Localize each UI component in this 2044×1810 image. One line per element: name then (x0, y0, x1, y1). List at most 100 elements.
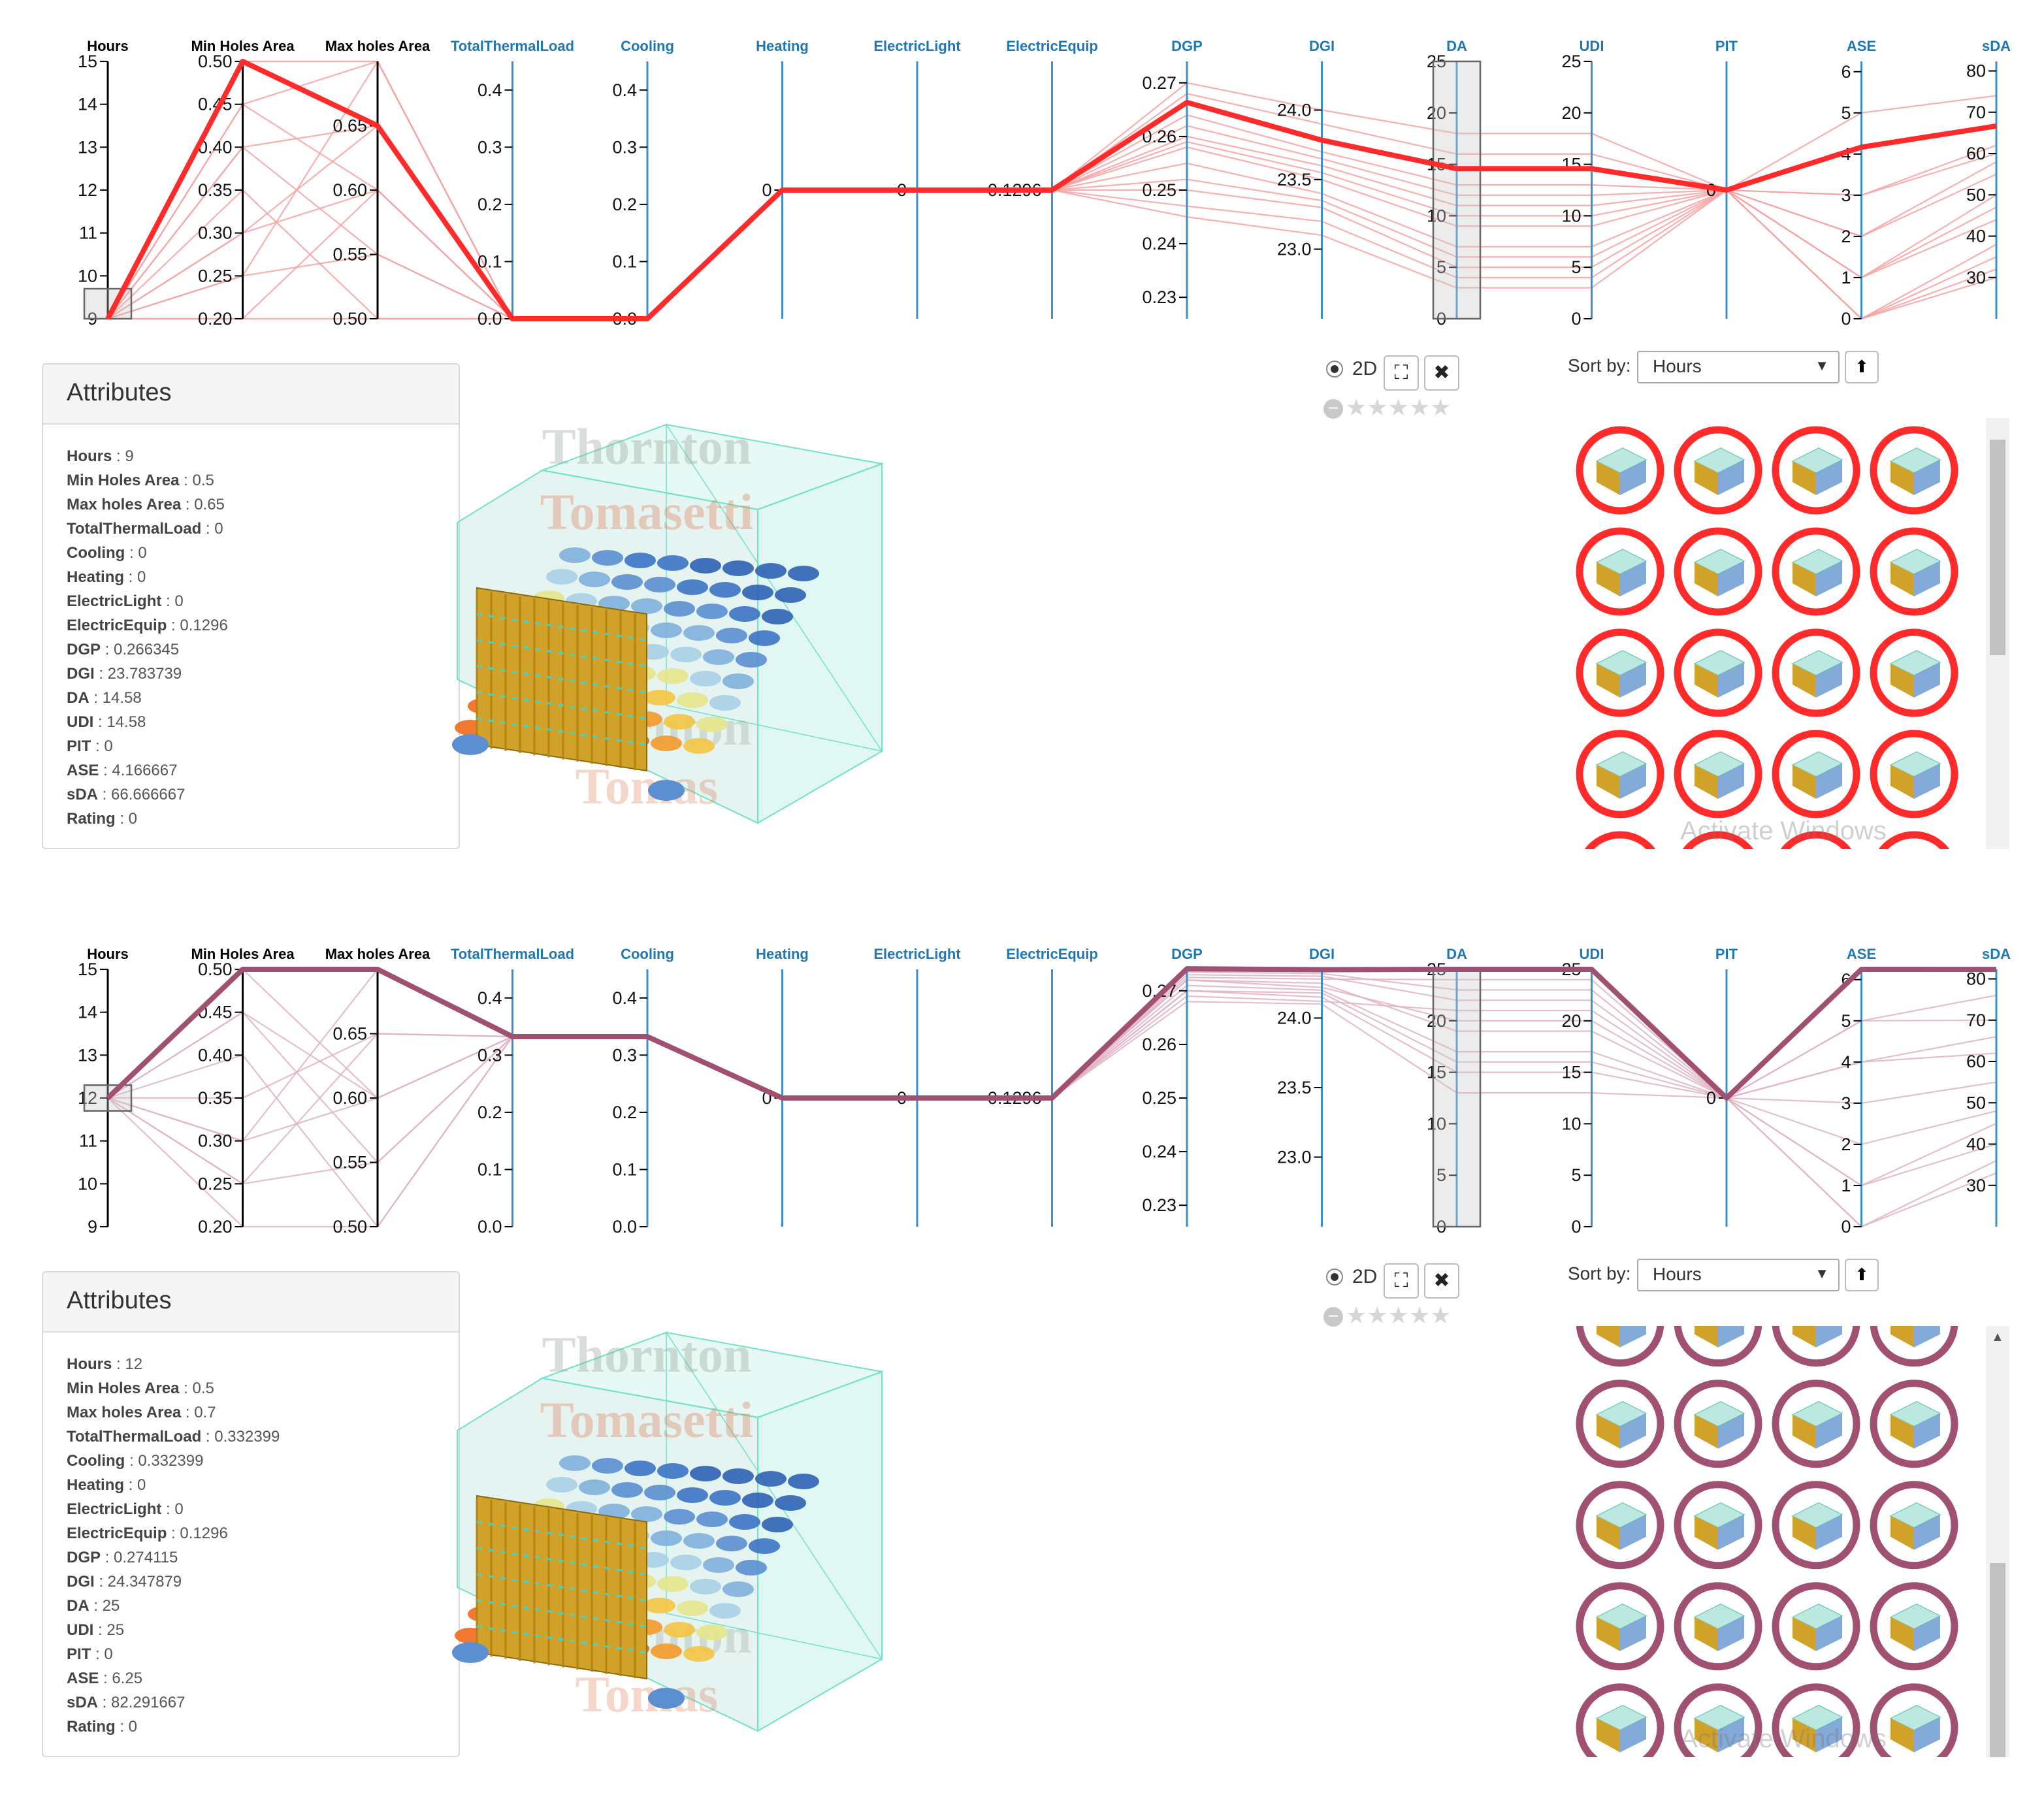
design-thumbnail[interactable] (1576, 1326, 1664, 1367)
design-thumbnail[interactable] (1576, 1481, 1664, 1570)
design-thumbnail[interactable] (1772, 527, 1860, 616)
sort-by-select[interactable]: Hours▼ (1637, 351, 1840, 383)
star-rating[interactable]: −★★★★★ (1323, 1302, 1451, 1329)
design-thumbnail[interactable] (1674, 1683, 1762, 1757)
3d-room-viewer[interactable]: ThorntonTomasettiThorntonTomas (451, 1313, 921, 1757)
sensor-point (709, 695, 741, 711)
design-thumbnail[interactable] (1674, 527, 1762, 616)
gallery-scrollbar[interactable]: ▲ (1986, 1326, 2009, 1757)
tick-label: 5 (1571, 257, 1581, 277)
design-thumbnail[interactable] (1874, 831, 1955, 849)
watermark-text: Thornton (542, 1326, 752, 1383)
parallel-coordinates-plot[interactable]: Hours9101112131415Min Holes Area0.200.25… (0, 908, 2044, 1261)
thumbnail-facade (1793, 664, 1816, 698)
design-thumbnail[interactable] (1772, 1481, 1860, 1570)
attribute-row: TotalThermalLoad : 0 (67, 517, 435, 541)
rating-stars[interactable]: ★★★★★ (1346, 394, 1452, 421)
design-thumbnail[interactable] (1576, 628, 1664, 717)
clear-rating-icon[interactable]: − (1323, 399, 1343, 419)
design-thumbnail[interactable] (1870, 1481, 1958, 1570)
close-icon[interactable]: ✖ (1424, 355, 1459, 391)
expand-icon[interactable]: ⛶ (1384, 355, 1419, 391)
attribute-row: ASE : 4.166667 (67, 758, 435, 783)
rating-stars[interactable]: ★★★★★ (1346, 1302, 1452, 1329)
tick-label: 24.0 (1277, 1009, 1312, 1028)
2d-radio[interactable] (1326, 1269, 1343, 1285)
tick-label: 0.4 (478, 988, 502, 1008)
axis-label: ElectricLight (873, 38, 961, 54)
design-thumbnail[interactable] (1772, 426, 1860, 515)
tick-label: 60 (1966, 1052, 1986, 1071)
scroll-thumb[interactable] (1990, 440, 2005, 655)
tick-label: 0.2 (478, 195, 502, 214)
tick-label: 20 (1561, 1011, 1581, 1031)
sensor-point (696, 1624, 728, 1640)
facade-hole-row (476, 1521, 647, 1549)
design-thumbnail[interactable] (1870, 1380, 1958, 1468)
2d-label: 2D (1352, 1266, 1378, 1287)
design-thumbnail[interactable] (1776, 831, 1857, 849)
design-gallery[interactable]: Activate Windows (1568, 418, 2019, 849)
parallel-coordinates-plot[interactable]: Hours9101112131415Min Holes Area0.200.25… (0, 0, 2044, 353)
design-thumbnail[interactable] (1576, 1582, 1664, 1671)
design-thumbnail[interactable] (1674, 1380, 1762, 1468)
axis-label: UDI (1580, 946, 1604, 962)
design-thumbnail[interactable] (1870, 426, 1958, 515)
sort-direction-icon[interactable]: ⬆ (1845, 351, 1879, 383)
sensor-point (762, 1517, 793, 1532)
scroll-thumb[interactable] (1990, 1563, 2005, 1757)
design-thumbnail[interactable] (1576, 1380, 1664, 1468)
attribute-value: : 0.7 (181, 1404, 216, 1421)
design-thumbnail[interactable] (1772, 730, 1860, 818)
sensor-point (651, 735, 682, 751)
close-icon[interactable]: ✖ (1424, 1263, 1459, 1299)
design-thumbnail[interactable] (1870, 628, 1958, 717)
sort-direction-icon[interactable]: ⬆ (1845, 1259, 1879, 1291)
design-thumbnail[interactable] (1674, 1481, 1762, 1570)
sensor-point (703, 649, 734, 665)
expand-icon[interactable]: ⛶ (1384, 1263, 1419, 1299)
tick-label: 25 (1561, 52, 1581, 71)
tick-label: 0.55 (333, 1153, 367, 1172)
axis-label: sDA (1982, 38, 2011, 54)
design-thumbnail[interactable] (1576, 527, 1664, 616)
design-thumbnail[interactable] (1576, 426, 1664, 515)
design-thumbnail[interactable] (1678, 831, 1759, 849)
clear-rating-icon[interactable]: − (1323, 1307, 1343, 1327)
design-thumbnail[interactable] (1674, 1582, 1762, 1671)
sort-by-select[interactable]: Hours▼ (1637, 1259, 1840, 1291)
design-thumbnail[interactable] (1674, 730, 1762, 818)
design-thumbnail[interactable] (1870, 1326, 1958, 1367)
design-thumbnail[interactable] (1576, 730, 1664, 818)
attribute-key: Max holes Area (67, 1404, 182, 1421)
scroll-up-icon[interactable]: ▲ (1991, 1330, 2004, 1344)
design-thumbnail[interactable] (1870, 1683, 1958, 1757)
star-rating[interactable]: −★★★★★ (1323, 395, 1451, 421)
design-thumbnail[interactable] (1674, 628, 1762, 717)
tick-label: 70 (1966, 1010, 1986, 1030)
gallery-scrollbar[interactable] (1986, 418, 2009, 849)
sensor-point (452, 734, 489, 755)
sensor-point (749, 1538, 780, 1554)
design-thumbnail[interactable] (1870, 1582, 1958, 1671)
design-thumbnail[interactable] (1772, 628, 1860, 717)
design-thumbnail[interactable] (1674, 426, 1762, 515)
design-thumbnail[interactable] (1580, 831, 1661, 849)
design-thumbnail[interactable] (1870, 527, 1958, 616)
3d-room-viewer[interactable]: ThorntonTomasettiThorntonTomas (451, 405, 921, 849)
design-gallery[interactable]: Activate Windows (1568, 1326, 2019, 1757)
tick-label: 10 (1427, 1114, 1446, 1133)
sensor-point (625, 1461, 656, 1476)
design-thumbnail[interactable] (1772, 1582, 1860, 1671)
design-thumbnail[interactable] (1576, 1683, 1664, 1757)
design-thumbnail[interactable] (1870, 730, 1958, 818)
design-thumbnail[interactable] (1772, 1683, 1860, 1757)
design-thumbnail[interactable] (1772, 1380, 1860, 1468)
2d-radio[interactable] (1326, 361, 1343, 378)
thumbnail-floor (1620, 662, 1646, 698)
design-thumbnail[interactable] (1772, 1326, 1860, 1367)
design-thumbnail[interactable] (1674, 1326, 1762, 1367)
